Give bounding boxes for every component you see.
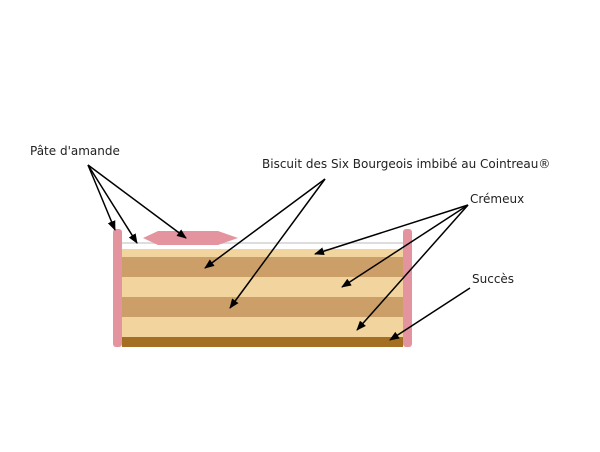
label-biscuit: Biscuit des Six Bourgeois imbibé au Coin… xyxy=(262,157,551,171)
cremeux-layer-2 xyxy=(122,277,403,297)
glaze-line xyxy=(122,242,403,244)
arrow-cremeux-2 xyxy=(341,204,469,288)
arrow-succes xyxy=(389,287,471,341)
biscuit-layer-1 xyxy=(122,257,403,277)
arrow-cremeux-3 xyxy=(356,204,469,331)
arrow-biscuit-2 xyxy=(229,178,326,309)
arrow-pate-1 xyxy=(87,164,116,231)
cremeux-layer-top xyxy=(122,249,403,257)
arrow-pate-3 xyxy=(87,164,187,239)
arrow-biscuit-1 xyxy=(204,178,326,269)
label-pate-amande: Pâte d'amande xyxy=(30,144,120,158)
arrow-pate-2 xyxy=(87,164,138,244)
pate-right-wall xyxy=(403,229,412,347)
cremeux-layer-3 xyxy=(122,317,403,337)
arrow-cremeux-1 xyxy=(314,204,469,256)
succes-layer xyxy=(122,337,403,347)
label-cremeux: Crémeux xyxy=(470,192,525,206)
pate-decoration xyxy=(143,231,238,245)
pate-left-wall xyxy=(113,229,122,347)
label-succes: Succès xyxy=(472,272,515,286)
biscuit-layer-2 xyxy=(122,297,403,317)
